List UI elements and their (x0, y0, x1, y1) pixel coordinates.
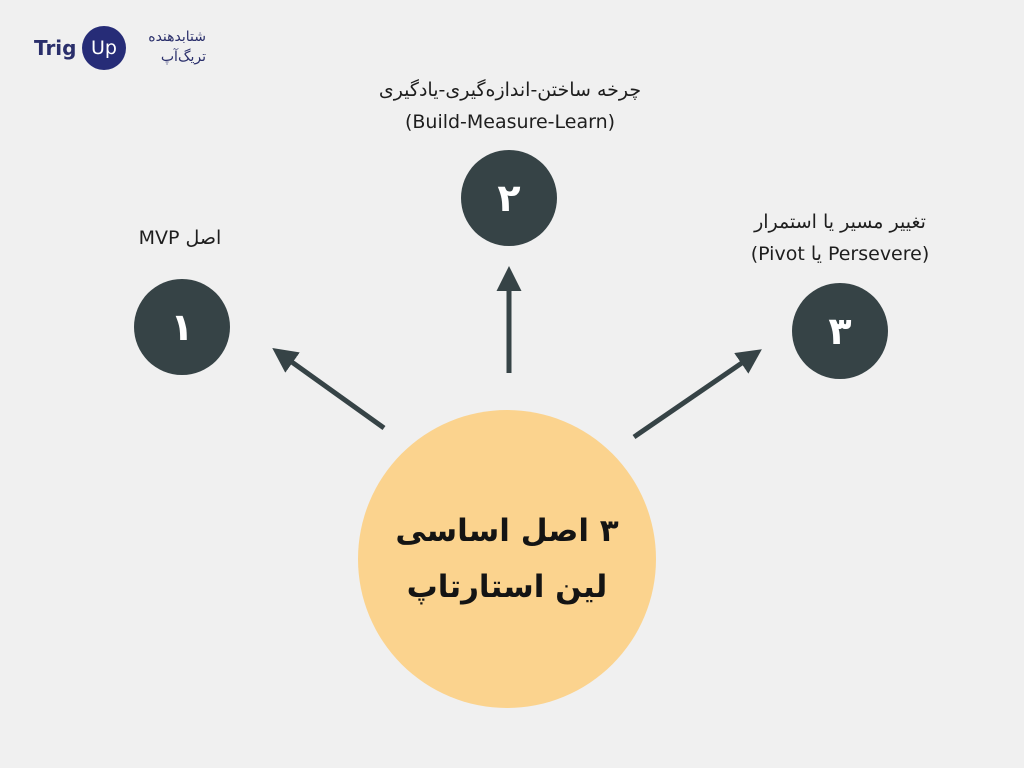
logo-up-badge: Up (82, 26, 126, 70)
node-3-circle: ۳ (792, 283, 888, 379)
logo-persian-line-1: شتابدهنده (148, 29, 206, 45)
node-3-label-line-1: تغییر مسیر یا استمرار (754, 211, 926, 233)
central-topic-line-1: ۳ اصل اساسی (395, 513, 619, 549)
logo-trig-text: Trig (34, 36, 77, 60)
node-3-label: تغییر مسیر یا استمرار (Pivot یا Persever… (700, 206, 980, 270)
central-topic-circle: ۳ اصل اساسی لین استارتاپ (358, 410, 656, 708)
node-2-label: چرخه ساختن-اندازه‌گیری-یادگیری (Build-Me… (310, 74, 710, 138)
node-2-label-line-2: (Build-Measure-Learn) (404, 111, 616, 133)
arrow-to-node-1 (272, 348, 386, 431)
node-1-label-line-1: اصل MVP (138, 227, 222, 249)
arrow-to-node-3 (632, 349, 762, 440)
node-3-label-line-2: (Pivot یا Persevere) (750, 243, 930, 265)
node-2-label-line-1: چرخه ساختن-اندازه‌گیری-یادگیری (378, 79, 642, 101)
brand-logo: Trig Up شتابدهنده تریگ‌آپ (34, 26, 214, 76)
node-2-circle: ۲ (461, 150, 557, 246)
node-1-circle: ۱ (134, 279, 230, 375)
node-1-label: اصل MVP (80, 222, 280, 254)
logo-persian-line-2: تریگ‌آپ (160, 49, 206, 65)
central-topic-line-2: لین استارتاپ (406, 569, 608, 605)
